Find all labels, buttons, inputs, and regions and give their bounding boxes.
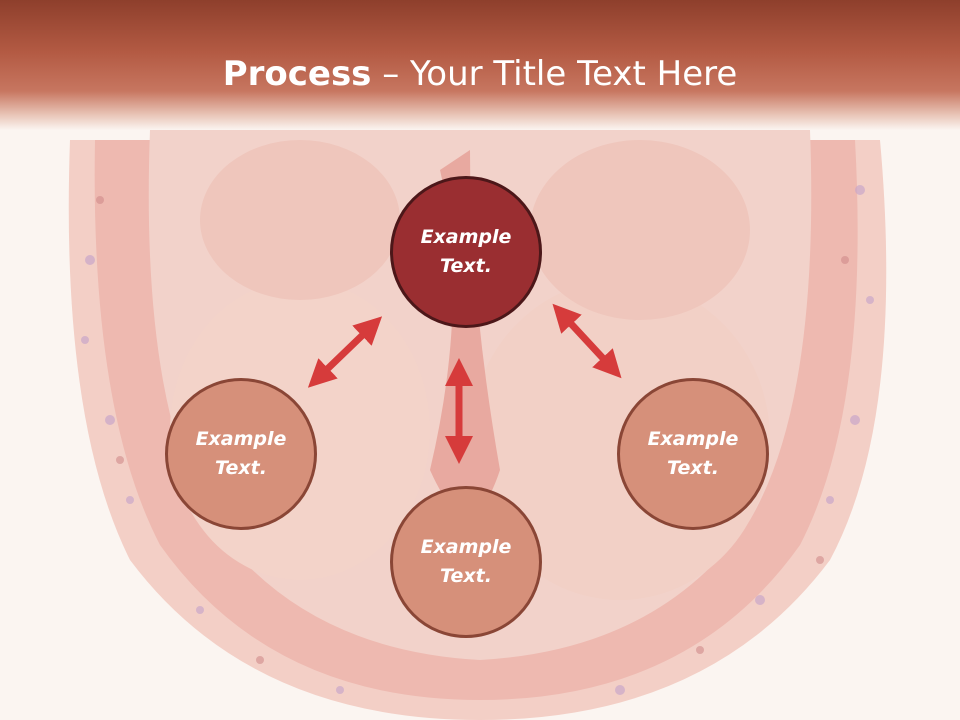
node-left[interactable]: Example Text. <box>165 378 317 530</box>
node-bottom-label: Example Text. <box>420 536 512 587</box>
arrow-top-right <box>552 303 622 379</box>
node-right-label: Example Text. <box>647 428 739 479</box>
node-top[interactable]: Example Text. <box>390 176 542 328</box>
arrow-top-left <box>307 316 383 388</box>
node-top-label: Example Text. <box>420 226 512 277</box>
node-right[interactable]: Example Text. <box>617 378 769 530</box>
slide-title: Process – Your Title Text Here <box>0 50 960 98</box>
title-bar <box>0 0 960 130</box>
title-bold: Process <box>222 54 372 94</box>
title-rest: – Your Title Text Here <box>371 54 738 94</box>
node-bottom[interactable]: Example Text. <box>390 486 542 638</box>
node-left-label: Example Text. <box>195 428 287 479</box>
